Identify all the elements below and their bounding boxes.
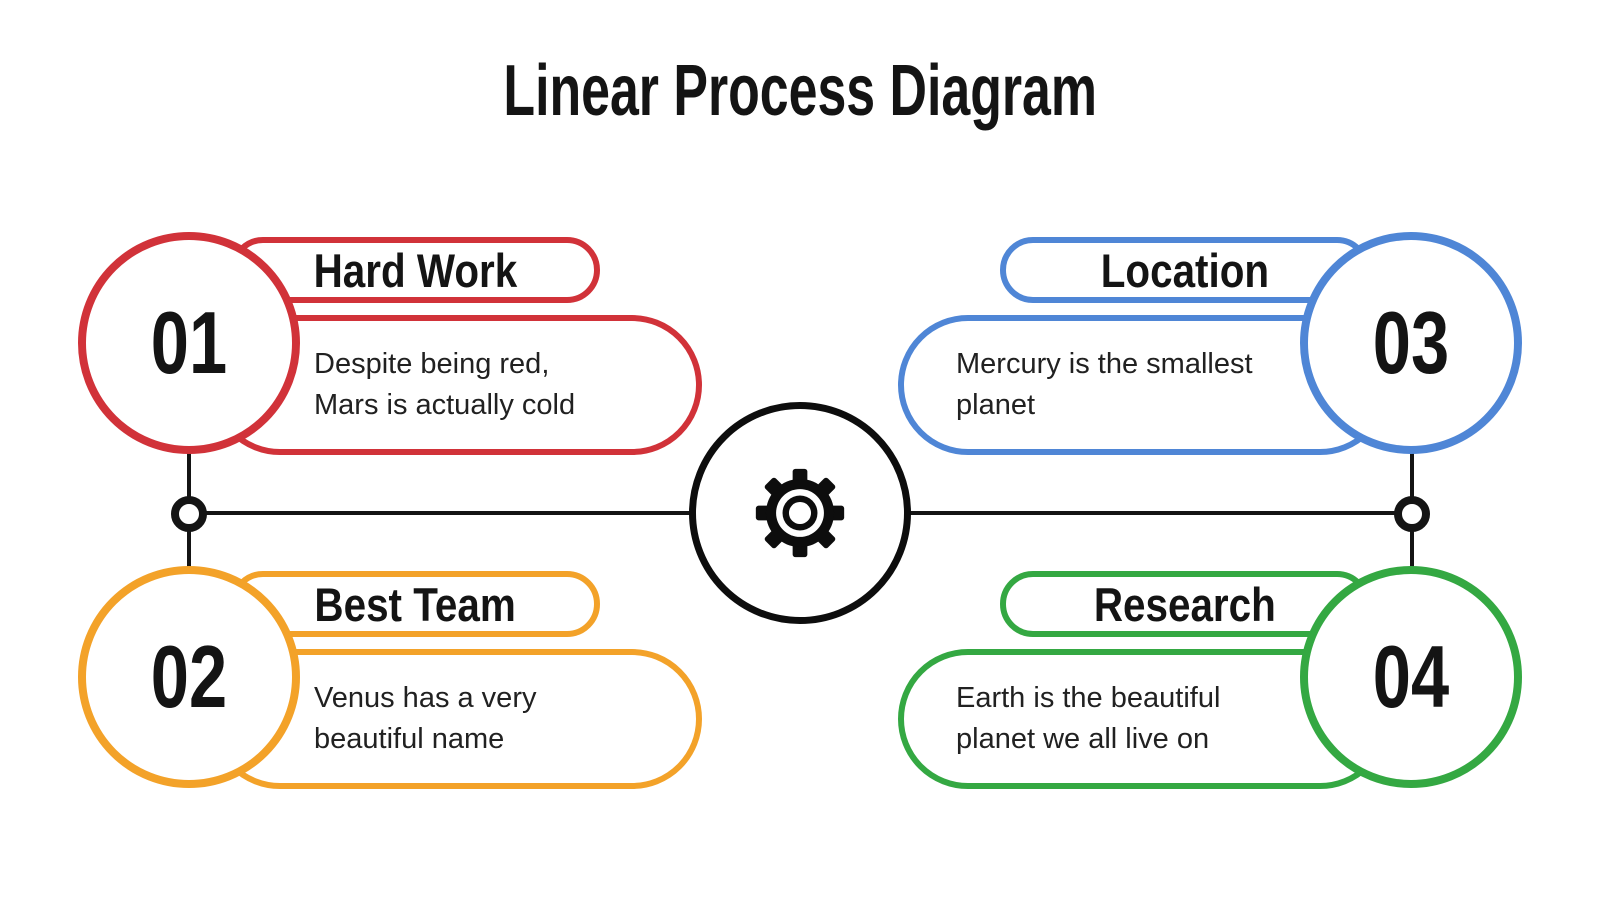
connector-node-left — [171, 496, 207, 532]
step-01-description: Despite being red, Mars is actually cold — [314, 348, 576, 421]
step-02-description: Venus has a very beautiful name — [314, 682, 537, 755]
step-01-number: 01 — [150, 293, 228, 392]
step-02-number: 02 — [150, 627, 228, 726]
page-title-text: Linear Process Diagram — [503, 51, 1097, 131]
gear-icon — [755, 468, 845, 558]
step-04-description: Earth is the beautiful planet we all liv… — [956, 682, 1221, 755]
step-04-title-pill: Research — [1000, 571, 1370, 637]
step-04-number: 04 — [1372, 627, 1450, 726]
step-04-label: Research — [1093, 577, 1276, 631]
step-03-description: Mercury is the smallest planet — [956, 348, 1253, 421]
step-01-label: Hard Work — [313, 243, 517, 297]
step-02-label: Best Team — [314, 577, 516, 631]
page-title: Linear Process Diagram — [0, 50, 1600, 133]
step-01-circle: 01 — [78, 232, 300, 454]
step-02-circle: 02 — [78, 566, 300, 788]
step-03-title-pill: Location — [1000, 237, 1370, 303]
step-03-circle: 03 — [1300, 232, 1522, 454]
step-03-label: Location — [1100, 243, 1270, 297]
step-02-title-pill: Best Team — [230, 571, 600, 637]
step-04-circle: 04 — [1300, 566, 1522, 788]
center-hub-circle — [689, 402, 911, 624]
step-03-number: 03 — [1372, 293, 1450, 392]
connector-node-right — [1394, 496, 1430, 532]
